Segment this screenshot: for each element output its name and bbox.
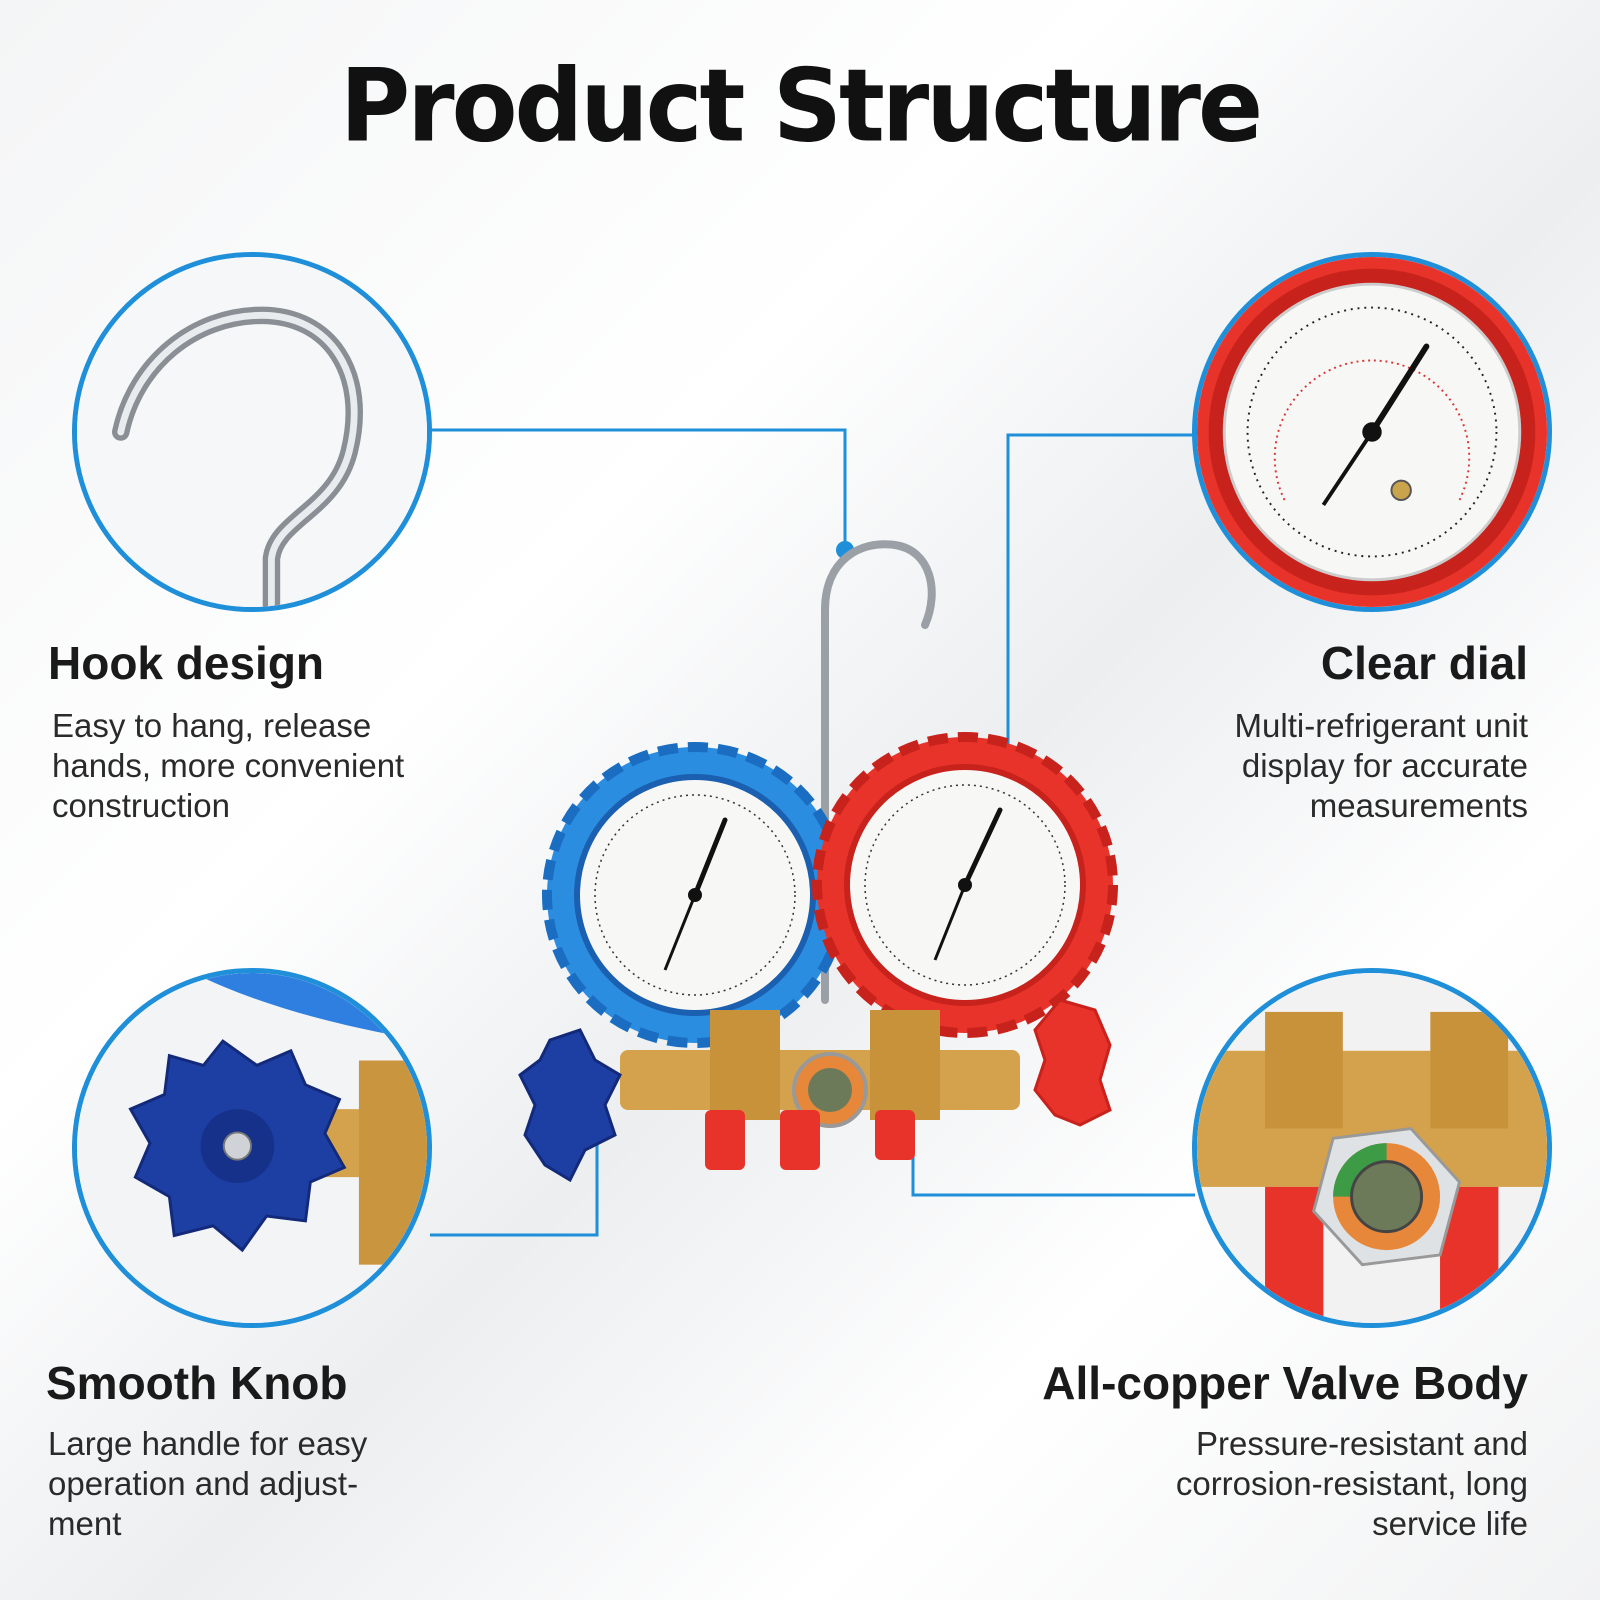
knob-detail-circle bbox=[72, 968, 432, 1328]
high-pressure-gauge-red bbox=[812, 732, 1118, 1038]
knob-icon bbox=[77, 973, 427, 1323]
brass-manifold-body bbox=[620, 1010, 1020, 1170]
manifold-gauge-illustration bbox=[518, 540, 1118, 1183]
page-title: Product Structure bbox=[339, 47, 1263, 165]
hook-icon bbox=[77, 257, 427, 607]
low-pressure-gauge-blue bbox=[542, 742, 848, 1048]
red-knob bbox=[1033, 998, 1112, 1127]
gauge-dial-icon bbox=[1197, 257, 1547, 607]
valve-body-icon bbox=[1197, 973, 1547, 1323]
hook-design-title: Hook design bbox=[48, 637, 325, 689]
hook-design-description: Easy to hang, release hands, more conven… bbox=[52, 707, 405, 824]
dial-detail-circle bbox=[1192, 252, 1552, 612]
blue-knob bbox=[518, 1028, 622, 1183]
clear-dial-description: Multi-refrigerant unit display for accur… bbox=[1234, 707, 1528, 824]
hanging-hook bbox=[821, 540, 936, 1004]
smooth-knob-description: Large handle for easy operation and adju… bbox=[48, 1425, 368, 1542]
valve-body-description: Pressure-resistant and corrosion-resista… bbox=[1175, 1425, 1528, 1542]
hook-detail-circle bbox=[72, 252, 432, 612]
smooth-knob-title: Smooth Knob bbox=[46, 1357, 348, 1409]
valve-detail-circle bbox=[1192, 968, 1552, 1328]
valve-body-title: All-copper Valve Body bbox=[1042, 1357, 1528, 1409]
clear-dial-title: Clear dial bbox=[1320, 637, 1528, 689]
